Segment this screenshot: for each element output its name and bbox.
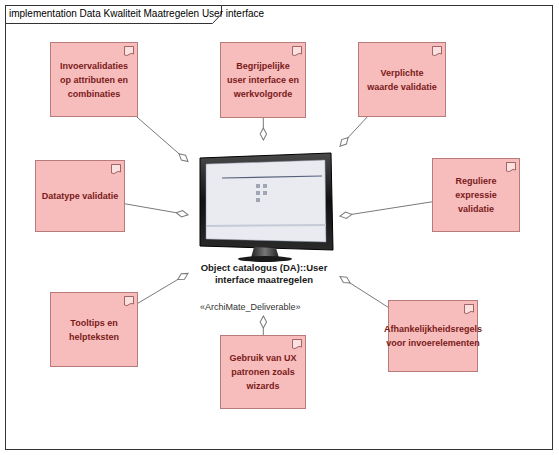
deliverable-box: Reguliere expressie validatie: [432, 158, 520, 232]
aggregation-connector: [340, 117, 367, 146]
deliverable-icon: [124, 46, 134, 57]
box-label: Datatype validatie: [42, 189, 119, 203]
deliverable-node: Object catalogus (DA)::User interface ma…: [188, 140, 340, 316]
box-label: Gebruik van UX patronen zoals wizards: [226, 351, 300, 393]
deliverable-icon: [292, 46, 302, 57]
box-label: Invoervalidaties op attributen en combin…: [56, 59, 132, 101]
box-label: Reguliere expressie validatie: [438, 174, 514, 216]
box-label: Tooltips en helpteksten: [56, 316, 132, 344]
aggregation-connector: [340, 202, 432, 216]
deliverable-icon: [432, 46, 442, 57]
box-label: Verplichte waarde validatie: [364, 66, 440, 94]
deliverable-box: Afhankelijkheidsregels voor invoerelemen…: [388, 300, 478, 372]
deliverable-box: Invoervalidaties op attributen en combin…: [50, 42, 138, 117]
deliverable-icon: [124, 296, 134, 307]
aggregation-connector: [263, 316, 264, 335]
deliverable-box: Tooltips en helpteksten: [50, 292, 138, 367]
deliverable-icon: [464, 304, 474, 315]
diagram-title: implementation Data Kwaliteit Maatregele…: [9, 7, 264, 20]
deliverable-box: Begrijpelijke user interface en werkvolg…: [220, 42, 306, 118]
deliverable-box: Verplichte waarde validatie: [358, 42, 446, 117]
deliverable-icon: [292, 339, 302, 350]
aggregation-connector: [340, 277, 388, 308]
deliverable-box: Datatype validatie: [35, 160, 125, 232]
aggregation-connector: [138, 273, 188, 303]
stereotype-label: «ArchiMate_Deliverable»: [200, 302, 301, 313]
aggregation-connector: [263, 118, 264, 140]
deliverable-box: Gebruik van UX patronen zoals wizards: [220, 335, 306, 409]
box-label: Begrijpelijke user interface en werkvolg…: [226, 59, 300, 101]
aggregation-connector: [125, 204, 188, 215]
box-label: Afhankelijkheidsregels voor invoerelemen…: [384, 322, 482, 350]
deliverable-label: Object catalogus (DA)::User interface ma…: [188, 262, 340, 286]
aggregation-connector: [137, 117, 188, 162]
deliverable-icon: [111, 164, 121, 175]
deliverable-icon: [506, 162, 516, 173]
